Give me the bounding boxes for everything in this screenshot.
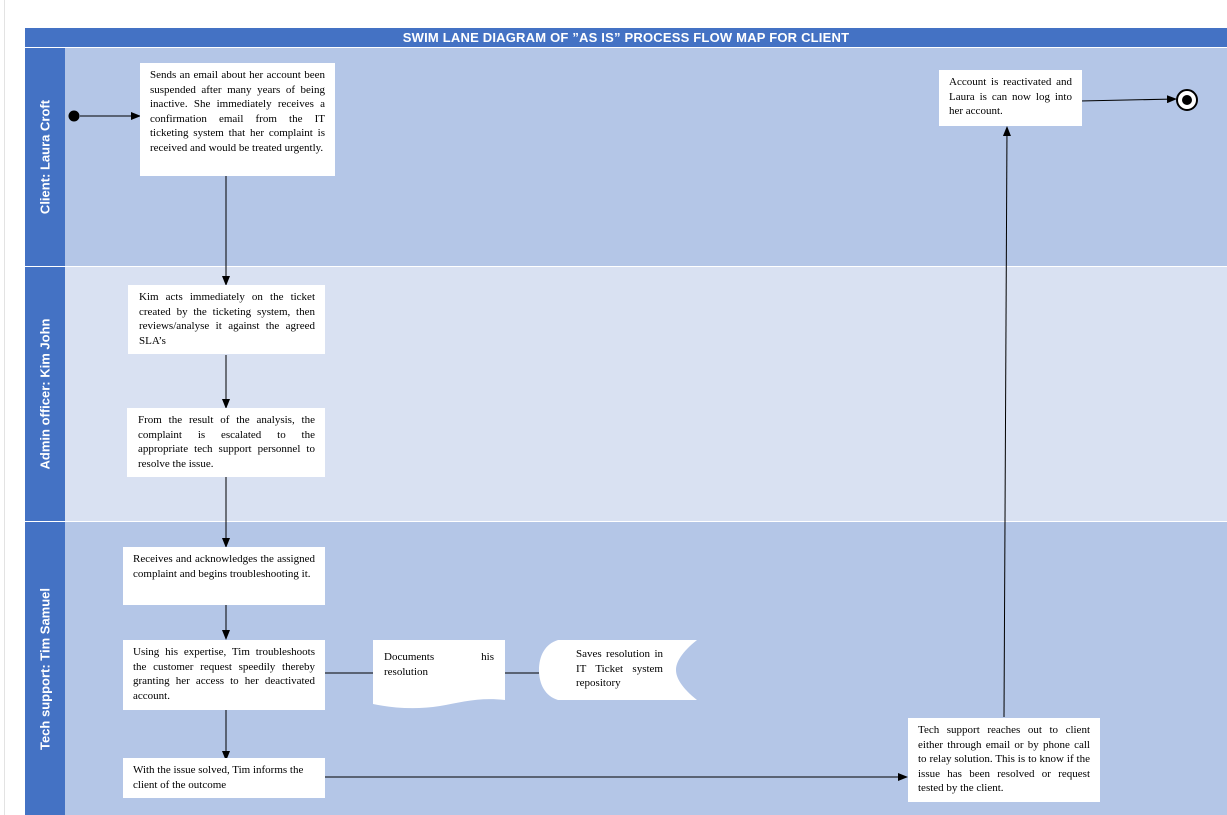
lane-label-admin: Admin officer: Kim John [25, 267, 65, 521]
connector-reachout-to-reactivated [1002, 126, 1011, 718]
step-account-reactivated: Account is reactivated and Laura is can … [939, 70, 1082, 126]
step-documents-resolution: Documents his resolution [384, 651, 494, 678]
lane-label-client: Client: Laura Croft [25, 48, 65, 266]
lane-label-tech: Tech support: Tim Samuel [25, 522, 65, 815]
step-troubleshoot: Using his expertise, Tim troubleshoots t… [123, 640, 325, 710]
step-escalate: From the result of the analysis, the com… [127, 408, 325, 477]
diagram-title: SWIM LANE DIAGRAM OF ”AS IS” PROCESS FLO… [25, 28, 1227, 47]
step-client-sends-email: Sends an email about her account been su… [140, 63, 335, 176]
step-saves-resolution: Saves resolution in IT Ticket system rep… [576, 648, 663, 690]
start-node [68, 110, 80, 122]
lane-separator [25, 266, 1227, 267]
page-margin-line [4, 0, 5, 815]
step-kim-acts: Kim acts immediately on the ticket creat… [128, 285, 325, 354]
connector-reactivated-to-end [1079, 95, 1177, 104]
lane-separator [25, 521, 1227, 522]
step-reaches-out: Tech support reaches out to client eithe… [908, 718, 1100, 802]
step-informs-client: With the issue solved, Tim informs the c… [123, 758, 325, 798]
end-node-inner [1182, 95, 1192, 105]
document-shape [373, 640, 505, 709]
stored-data-shape [539, 640, 697, 700]
step-receives-complaint: Receives and acknowledges the assigned c… [123, 547, 325, 605]
